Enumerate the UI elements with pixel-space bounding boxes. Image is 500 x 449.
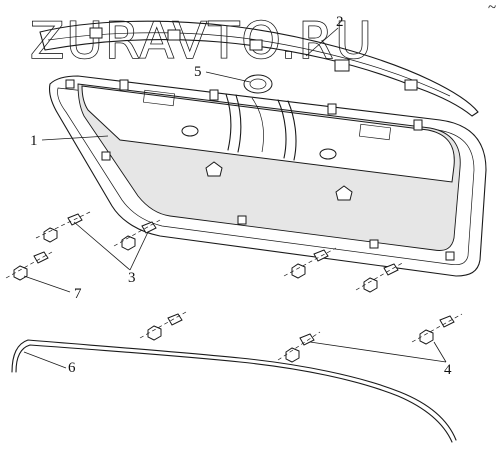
fastener-left-1 [35,211,91,243]
fastener-right-4 [277,331,321,363]
corner-mark: ~ [488,0,496,16]
part-5-grommet [243,74,273,94]
part-2-upper-trim-strip [39,20,479,117]
callout-4: 4 [444,362,452,378]
trim-clips [89,27,418,91]
callout-5: 5 [194,64,202,80]
fastener-right-3 [139,311,187,341]
fasteners-right [139,247,463,363]
callout-2: 2 [336,14,344,30]
callout-1: 1 [30,133,38,149]
callout-7: 7 [74,286,82,302]
part-6-lower-molding [11,339,457,443]
callout-6: 6 [68,360,76,376]
fasteners-left [5,211,161,281]
callout-labels: 1 2 3 4 5 6 7 [30,14,452,378]
fastener-left-2 [113,219,161,251]
fastener-left-3 [5,251,53,281]
fastener-right-2 [355,261,405,293]
fastener-right-1 [283,247,337,279]
callout-3: 3 [128,270,136,286]
leader-lines [23,27,447,369]
part-1-trim-panel [48,75,487,277]
fastener-right-5 [411,313,463,345]
